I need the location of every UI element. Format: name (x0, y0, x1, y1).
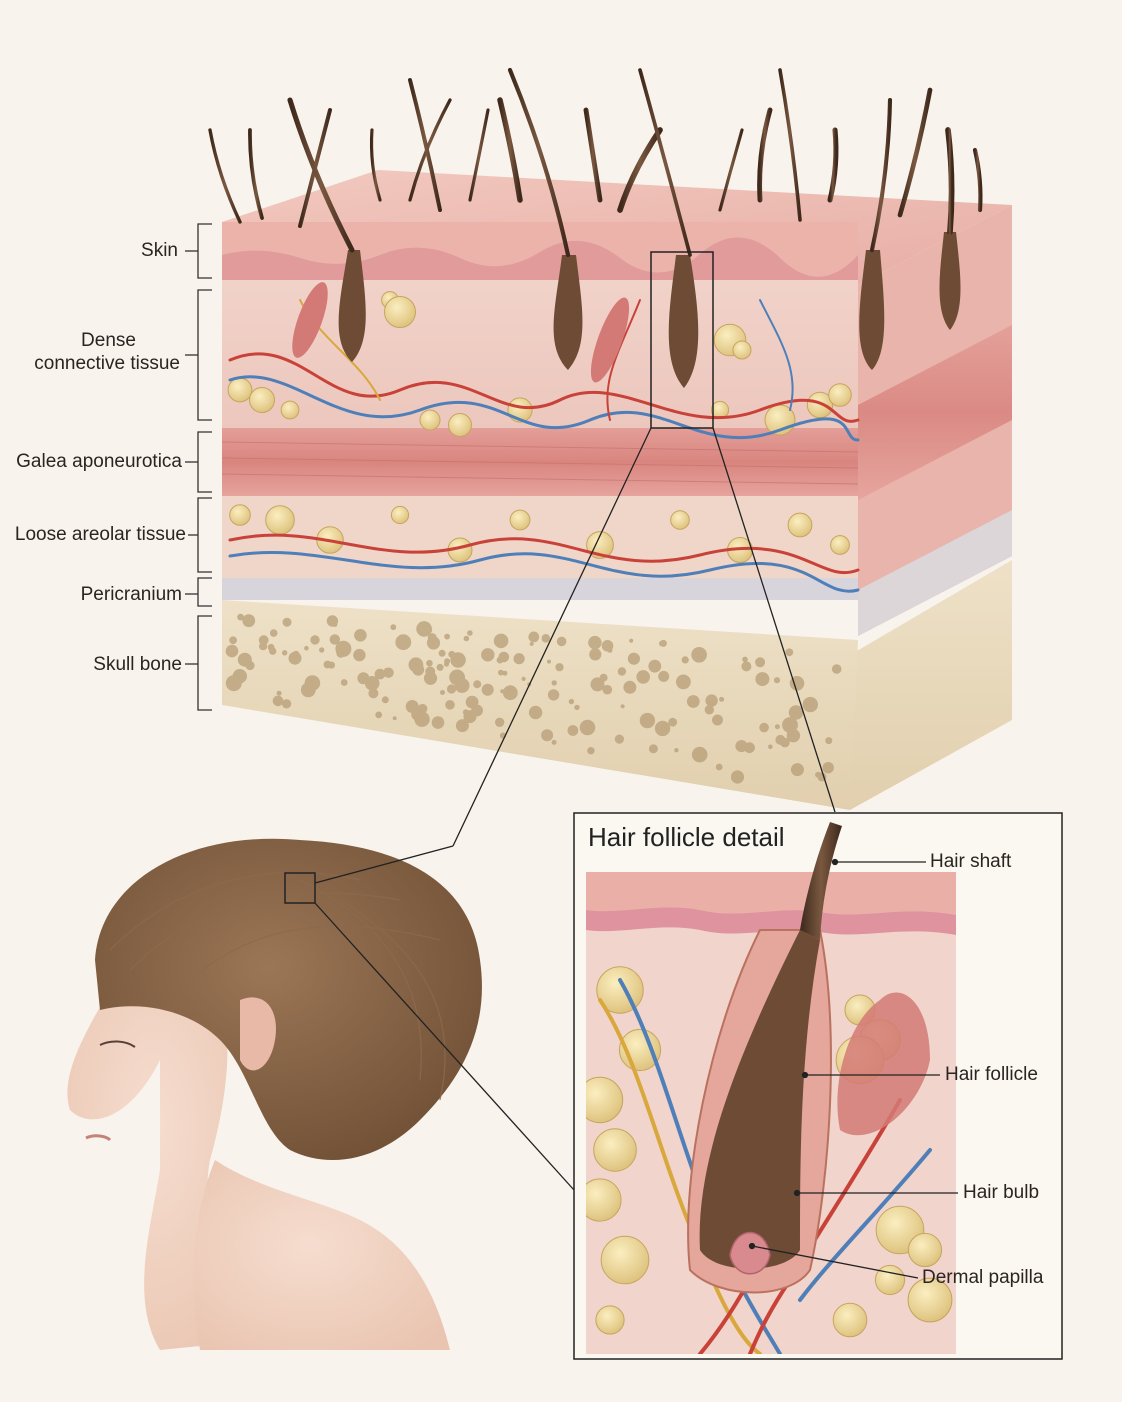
tissue-block (208, 67, 1012, 810)
label-pericranium: Pericranium (80, 584, 182, 605)
closed-eye (99, 1040, 136, 1048)
head-profile (67, 838, 482, 1350)
block-magnify-box (650, 251, 714, 429)
ear (240, 997, 276, 1071)
dermal-papilla (729, 1231, 771, 1275)
label-hair-follicle: Hair follicle (945, 1064, 1038, 1085)
hair-bun (95, 838, 482, 1160)
fat-globules (227, 291, 852, 563)
lips (85, 1134, 112, 1142)
layer-skull-bone (222, 600, 858, 810)
layer-brackets (185, 223, 212, 711)
block-follicles (292, 232, 961, 388)
bone-pores (225, 613, 842, 784)
hair-strands (208, 67, 983, 258)
hair-bulb (699, 930, 820, 1269)
neck (193, 1160, 450, 1350)
follicle-detail-panel (573, 812, 1063, 1360)
label-hair-bulb: Hair bulb (963, 1182, 1040, 1203)
label-dermal-papilla: Dermal papilla (922, 1267, 1044, 1288)
detail-title: Hair follicle detail (588, 822, 785, 852)
layer-galea (222, 428, 858, 496)
label-loose-areolar: Loose areolar tissue (14, 524, 186, 545)
blood-vessels (228, 299, 860, 593)
label-dense-line1: Dense (81, 330, 136, 351)
hair-shaft (800, 822, 842, 940)
zoom-connectors (314, 427, 836, 1191)
block-side-bone (850, 560, 1012, 810)
label-skull-bone: Skull bone (93, 654, 182, 675)
label-galea: Galea aponeurotica (16, 451, 182, 472)
label-hair-shaft: Hair shaft (930, 851, 1012, 872)
label-skin: Skin (141, 240, 178, 261)
scalp-magnify-box (284, 872, 316, 904)
layer-pericranium (222, 578, 858, 600)
label-dense-line2: connective tissue (34, 353, 180, 374)
